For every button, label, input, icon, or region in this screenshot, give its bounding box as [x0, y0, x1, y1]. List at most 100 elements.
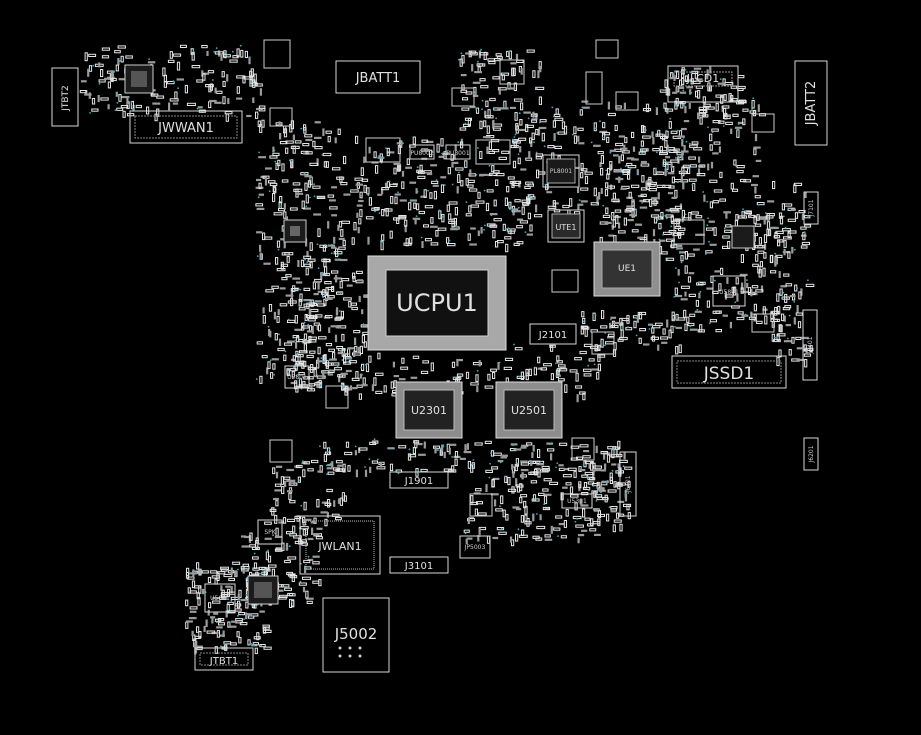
connector-j3101[interactable]: J3101	[389, 556, 449, 574]
via	[354, 445, 357, 448]
smd-pad	[553, 133, 556, 141]
connector-j5002[interactable]: J5002	[322, 597, 390, 673]
via	[662, 134, 664, 136]
smd-pad	[778, 324, 782, 333]
smd-pad	[115, 91, 118, 97]
connector-j6201[interactable]: J6201	[803, 437, 819, 471]
chip-u5801[interactable]: U5801	[712, 275, 746, 307]
smd-pad	[274, 548, 283, 552]
connector-j7401[interactable]: J7401	[802, 309, 818, 381]
connector-j6401[interactable]: J6401	[619, 451, 637, 517]
chip-u5301[interactable]: U5301	[561, 493, 593, 509]
connector-j2101[interactable]: J2101	[529, 323, 577, 345]
smd-pad	[262, 232, 266, 241]
smd-pad	[621, 150, 630, 154]
connector-jbatt1[interactable]: JBATT1	[335, 60, 421, 94]
via	[256, 255, 259, 257]
smd-pad	[355, 469, 358, 478]
smd-pad	[498, 88, 501, 95]
via	[709, 322, 711, 325]
via	[640, 147, 643, 150]
chip-pl8001[interactable]: PL8001	[542, 154, 580, 188]
smd-pad	[277, 309, 280, 316]
smd-pad	[582, 392, 586, 401]
chip-u5601[interactable]: U5601	[204, 583, 236, 613]
smd-pad	[485, 484, 488, 492]
chip-ue1[interactable]: UE1	[593, 241, 661, 297]
smd-pad	[292, 355, 296, 362]
chip-u2501[interactable]: U2501	[495, 381, 563, 439]
via	[670, 225, 673, 228]
connector-spk[interactable]: SPK	[257, 519, 283, 545]
smd-pad	[400, 366, 409, 370]
chip-u2801[interactable]: U2801	[284, 365, 310, 389]
smd-pad	[764, 315, 768, 325]
smd-pad	[611, 198, 620, 202]
via	[324, 293, 326, 296]
smd-pad	[783, 315, 786, 322]
connector-jtbt1[interactable]: JTBT1	[194, 647, 254, 671]
connector-jwwan1[interactable]: JWWAN1	[129, 110, 243, 144]
connector-jssd1[interactable]: JSSD1	[671, 355, 787, 389]
smd-pad	[641, 148, 649, 152]
smd-pad	[289, 500, 296, 504]
smd-pad	[265, 289, 275, 293]
smd-pad	[595, 469, 602, 472]
via	[556, 132, 559, 134]
smd-pad	[307, 468, 314, 472]
via	[320, 357, 323, 359]
via	[319, 384, 322, 386]
chip-pu8001[interactable]: PU8001	[445, 144, 471, 160]
smd-pad	[308, 315, 318, 319]
connector-jlcd1[interactable]: JLCD1	[667, 65, 739, 103]
misc-chips	[124, 39, 775, 605]
via	[313, 195, 316, 198]
smd-pad	[609, 164, 612, 172]
connector-j1901[interactable]: J1901	[389, 471, 449, 489]
via	[671, 72, 674, 75]
smd-pad	[493, 452, 502, 456]
connector-jp5003[interactable]: JP5003	[459, 535, 491, 559]
smd-pad	[652, 137, 655, 145]
jwlan1-label: JWLAN1	[317, 540, 361, 553]
chip-u2301[interactable]: U2301	[395, 381, 463, 439]
chip-pu8002[interactable]: PU8002	[409, 144, 435, 160]
via	[465, 201, 468, 204]
j6201-label: J6201	[808, 445, 815, 463]
smd-pad	[605, 341, 614, 345]
connector-j7101[interactable]: J7101	[803, 191, 819, 225]
smd-pad	[693, 67, 702, 70]
connector-jbatt2[interactable]: JBATT2	[794, 60, 828, 146]
smd-pad	[669, 207, 679, 212]
smd-pad	[467, 460, 471, 469]
smd-pad	[584, 517, 591, 521]
smd-pad	[612, 219, 616, 228]
via	[360, 194, 363, 197]
smd-pad	[188, 617, 197, 620]
smd-pad	[126, 96, 129, 105]
via	[319, 445, 321, 447]
smd-pad	[702, 114, 709, 118]
smd-pad	[169, 98, 179, 102]
smd-pad	[292, 277, 301, 280]
smd-pad	[609, 476, 613, 484]
smd-pad	[291, 599, 295, 608]
smd-pad	[614, 124, 618, 132]
smd-pad	[384, 182, 388, 189]
connector-jtbt2[interactable]: JTBT2	[51, 67, 79, 127]
via	[687, 167, 690, 170]
via	[629, 168, 632, 171]
smd-pad	[521, 199, 530, 203]
cpu-ucpu1[interactable]: UCPU1	[367, 255, 507, 351]
smd-pad	[537, 356, 541, 364]
via	[684, 213, 687, 216]
smd-pad	[248, 56, 251, 65]
smd-pad	[298, 307, 306, 311]
chip-ute1[interactable]: UTE1	[547, 209, 585, 243]
smd-pad	[314, 300, 322, 303]
via	[723, 227, 726, 230]
connector-jwlan1[interactable]: JWLAN1	[299, 515, 381, 575]
smd-pad	[469, 50, 477, 54]
via	[667, 210, 670, 213]
via	[793, 248, 796, 251]
